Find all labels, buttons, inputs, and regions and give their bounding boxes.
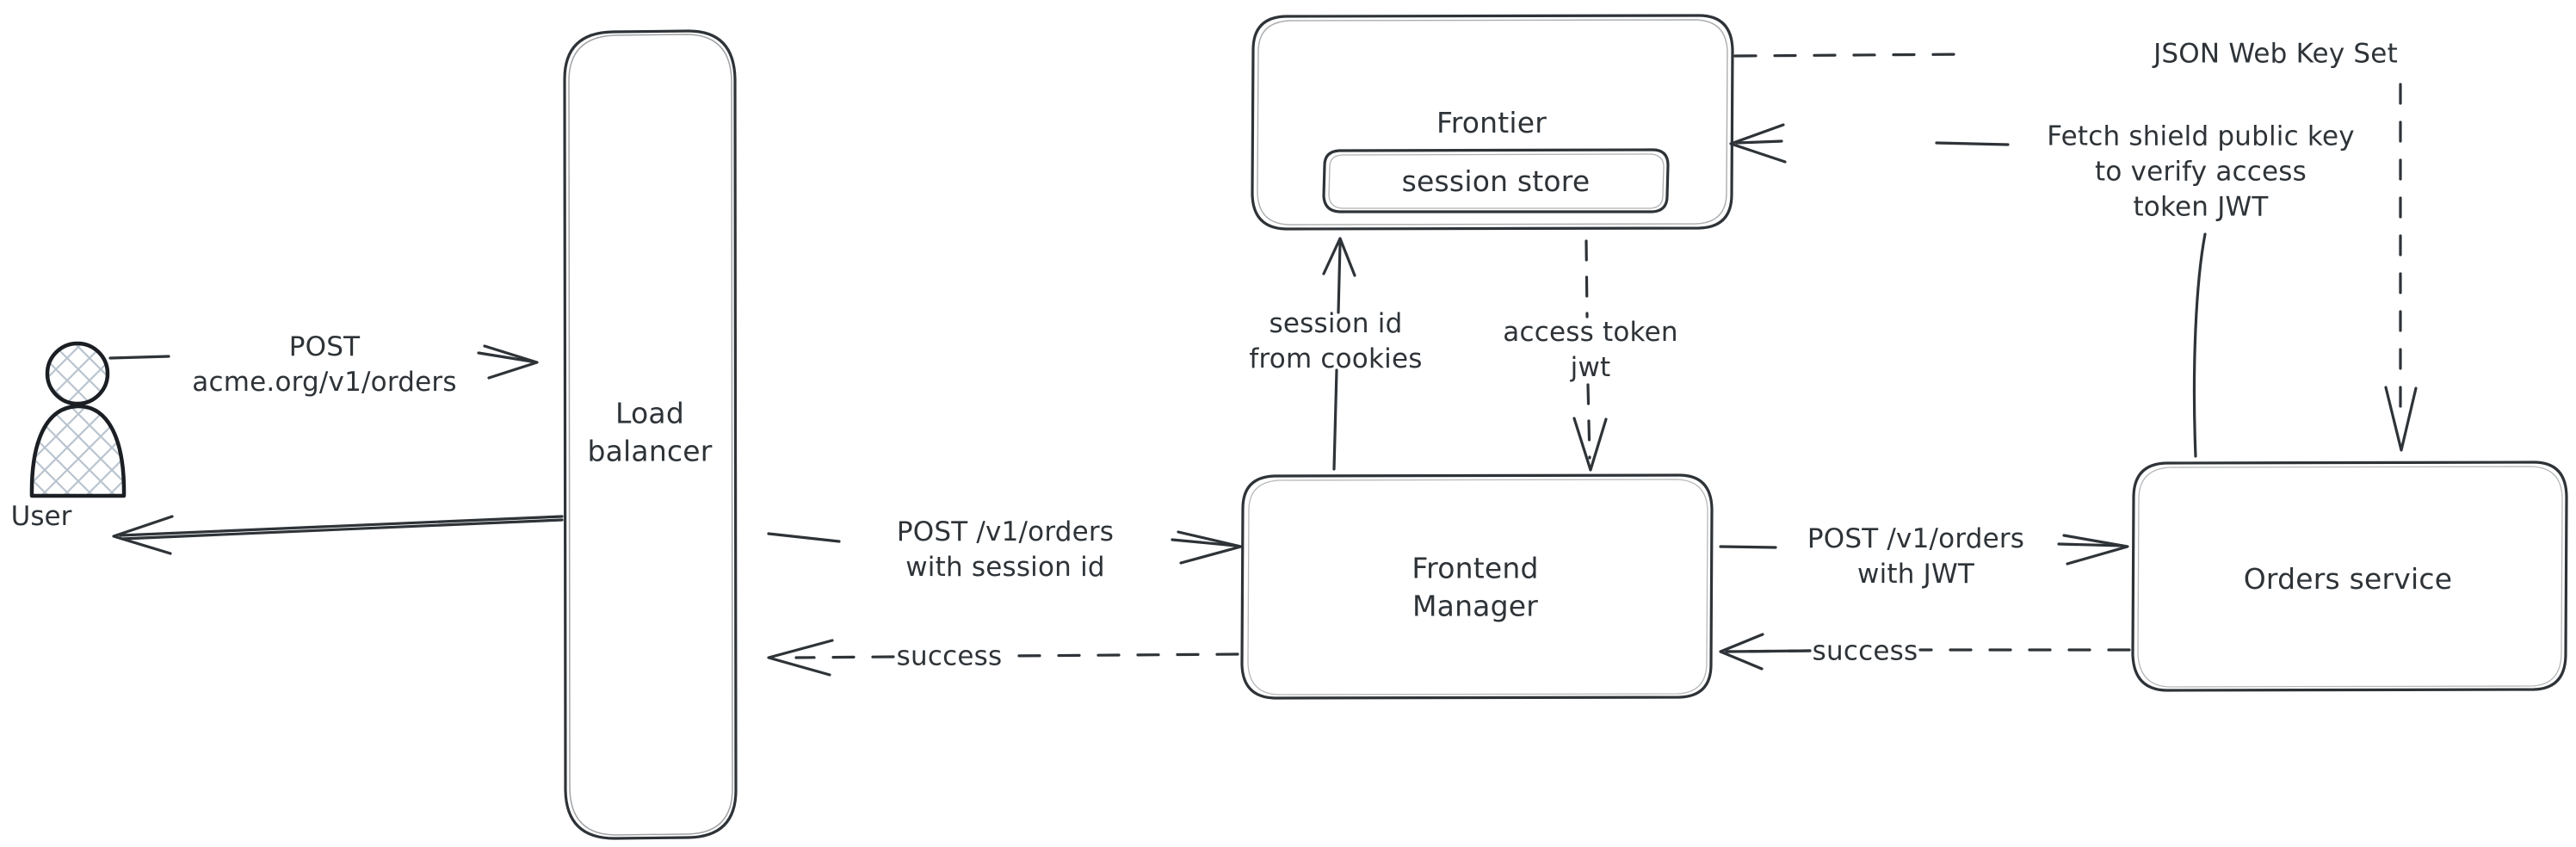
edge-frontier-to-orders-service — [1733, 53, 2418, 452]
frontend-manager-shape — [1240, 473, 1714, 700]
edge-frontend-manager-to-frontier — [1322, 237, 1356, 471]
edge-frontend-manager-to-load-balancer-success — [767, 639, 1239, 677]
edge-orders-service-to-frontier — [1729, 123, 2207, 458]
user-actor-icon — [29, 341, 127, 498]
frontier-shape — [1251, 14, 1734, 231]
edge-frontend-manager-to-orders-service — [1719, 534, 2129, 566]
edge-user-to-load-balancer — [108, 344, 539, 380]
edge-load-balancer-to-frontend-manager — [767, 530, 1243, 565]
edge-load-balancer-to-user — [112, 515, 564, 555]
edge-frontier-to-frontend-manager — [1572, 239, 1608, 472]
edge-orders-service-to-frontend-manager-success — [1719, 633, 2131, 671]
session-store-shape — [1322, 148, 1670, 213]
load-balancer-shape — [563, 29, 738, 840]
user-actor-label: User — [10, 501, 72, 532]
orders-service-shape — [2131, 461, 2568, 692]
